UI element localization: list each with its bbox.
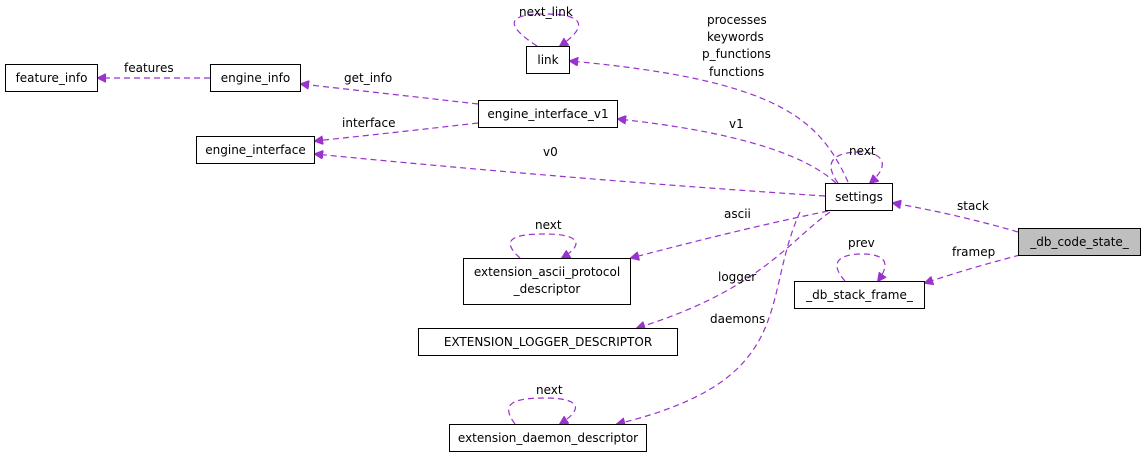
edge-framep — [925, 254, 1021, 283]
node-settings-label: settings — [835, 190, 883, 204]
edge-label-v1: v1 — [729, 117, 744, 131]
edge-label-keywords: keywords — [707, 30, 764, 44]
node-db-code-state[interactable]: _db_code_state_ — [1018, 228, 1141, 256]
node-engine-interface-v1-label: engine_interface_v1 — [487, 107, 608, 121]
edge-label-logger: logger — [718, 270, 756, 284]
node-engine-interface[interactable]: engine_interface — [196, 136, 315, 164]
node-extension-daemon-descriptor[interactable]: extension_daemon_descriptor — [449, 424, 647, 452]
edge-v0 — [315, 154, 826, 197]
edge-label-get-info: get_info — [344, 71, 392, 85]
edge-daemons — [617, 211, 801, 424]
edge-settings-link — [570, 61, 849, 183]
node-link-label: link — [537, 53, 558, 67]
edge-v1 — [618, 119, 837, 184]
edge-label-settings-next: next — [849, 144, 876, 158]
edge-daemon-next — [508, 397, 576, 424]
node-link[interactable]: link — [526, 46, 570, 74]
node-db-stack-frame-label: _db_stack_frame_ — [805, 288, 914, 302]
edge-interface — [315, 122, 479, 141]
edge-logger — [637, 211, 831, 328]
edge-label-interface: interface — [342, 116, 396, 130]
edge-get-info — [301, 84, 479, 105]
edge-label-prev: prev — [848, 236, 875, 250]
node-settings[interactable]: settings — [825, 183, 893, 211]
node-engine-info[interactable]: engine_info — [210, 64, 301, 92]
edge-settings-next — [830, 151, 883, 183]
node-db-code-state-label: _db_code_state_ — [1029, 235, 1130, 249]
node-engine-interface-label: engine_interface — [205, 143, 305, 157]
edge-ascii — [631, 210, 829, 258]
edge-label-ascii: ascii — [724, 207, 751, 221]
node-engine-interface-v1[interactable]: engine_interface_v1 — [478, 100, 618, 128]
node-extension-logger-descriptor[interactable]: EXTENSION_LOGGER_DESCRIPTOR — [418, 328, 678, 356]
edge-ascii-next — [509, 233, 577, 258]
edge-label-v0: v0 — [543, 145, 558, 159]
edge-label-p-functions: p_functions — [702, 47, 771, 61]
node-extension-daemon-label: extension_daemon_descriptor — [458, 431, 638, 445]
node-feature-info-label: feature_info — [16, 71, 88, 85]
node-extension-ascii-label-line1: extension_ascii_protocol — [474, 265, 620, 279]
edge-stack — [893, 203, 1019, 233]
edge-label-next-link: next_link — [519, 5, 573, 19]
edge-label-framep: framep — [952, 245, 995, 259]
node-db-stack-frame[interactable]: _db_stack_frame_ — [794, 281, 925, 309]
edge-prev — [836, 253, 885, 281]
edge-label-processes: processes — [707, 13, 767, 27]
edge-label-daemons: daemons — [710, 312, 765, 326]
node-engine-info-label: engine_info — [221, 71, 290, 85]
node-extension-logger-label: EXTENSION_LOGGER_DESCRIPTOR — [444, 335, 652, 349]
node-feature-info[interactable]: feature_info — [5, 64, 98, 92]
edge-label-stack: stack — [957, 199, 989, 213]
edge-label-ascii-next-visible: next — [535, 218, 562, 232]
edge-label-features: features — [124, 61, 174, 75]
node-extension-ascii-label-line2: _descriptor — [513, 282, 581, 296]
node-extension-ascii-protocol-descriptor[interactable]: extension_ascii_protocol _descriptor — [463, 258, 631, 305]
edge-label-functions: functions — [709, 65, 764, 79]
edge-label-daemon-next: next — [536, 383, 563, 397]
